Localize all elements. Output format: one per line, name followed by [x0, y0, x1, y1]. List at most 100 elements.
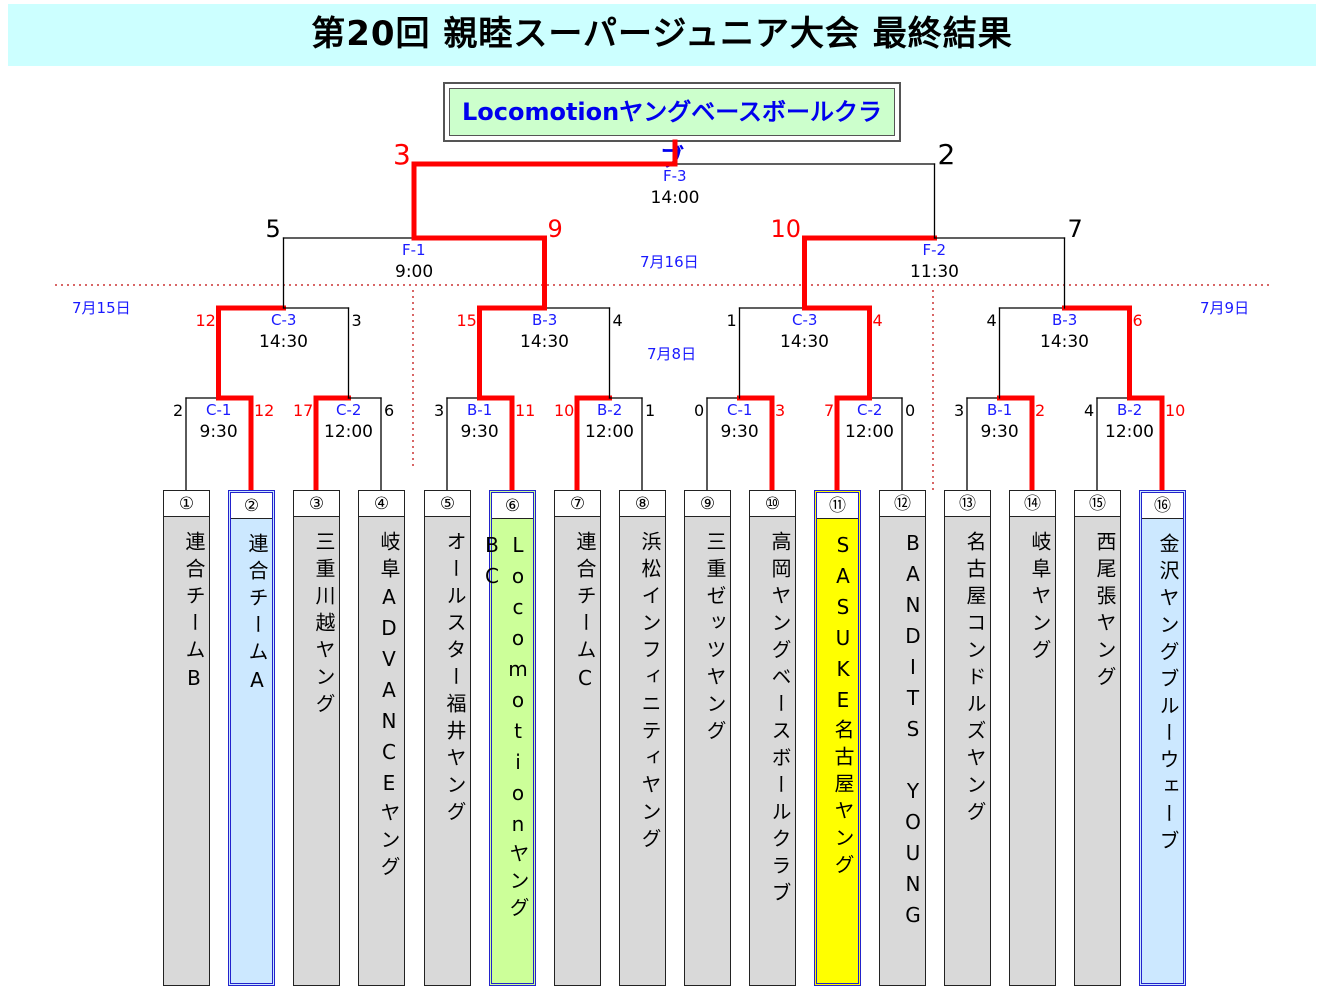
- game-code: C-2: [336, 401, 362, 419]
- team-number: ⑤: [425, 491, 470, 517]
- team-name: 連合チームC: [573, 531, 597, 697]
- game-time: 12:00: [1105, 422, 1154, 442]
- title-bar: 第20回 親睦スーパージュニア大会 最終結果: [8, 4, 1316, 66]
- game-code: C-2: [857, 401, 883, 419]
- team-name: 岐阜ヤング: [1028, 531, 1052, 666]
- team-number: ⑯: [1142, 493, 1183, 519]
- score-right: 12: [254, 401, 275, 420]
- team-name: 岐阜ADVANCEヤング: [377, 531, 401, 883]
- game-time: 9:00: [395, 262, 434, 282]
- game-code: C-1: [206, 401, 232, 419]
- score-right: 1: [645, 401, 656, 420]
- game-code: B-3: [532, 311, 558, 329]
- score-left: 1: [726, 311, 737, 330]
- team-name: 名古屋コンドルズヤング: [963, 531, 987, 828]
- team-number: ③: [294, 491, 339, 517]
- score-right: 3: [775, 401, 786, 420]
- score-right: 6: [1132, 311, 1143, 330]
- score-left: 10: [770, 215, 802, 243]
- team-number: ⑦: [555, 491, 600, 517]
- score-right: 2: [1035, 401, 1046, 420]
- team-name: 浜松インフィニティヤング: [638, 531, 662, 855]
- champion-name: Locomotionヤングベースボールクラブ: [461, 98, 883, 172]
- game-code: B-1: [467, 401, 493, 419]
- score-left: 12: [195, 311, 216, 330]
- game-time: 9:30: [199, 422, 238, 442]
- score-left: 17: [293, 401, 314, 420]
- game-code: C-3: [792, 311, 818, 329]
- score-right: 7: [1067, 215, 1083, 243]
- champion-box: Locomotionヤングベースボールクラブ: [443, 82, 901, 172]
- team-number: ②: [231, 493, 272, 519]
- champion-inner: Locomotionヤングベースボールクラブ: [449, 88, 895, 172]
- team-name: 連合チームB: [182, 531, 206, 697]
- team-name: 連合チームA: [245, 533, 269, 699]
- team-box: ② 連合チームA: [228, 490, 275, 986]
- score-right: 9: [547, 215, 563, 243]
- date-label-716: 7月16日: [640, 253, 699, 271]
- score-left: 15: [456, 311, 477, 330]
- game-code: F-2: [922, 241, 947, 259]
- score-left: 3: [393, 138, 411, 171]
- score-left: 10: [554, 401, 575, 420]
- game-code: B-2: [1117, 401, 1143, 419]
- game-code: B-1: [987, 401, 1013, 419]
- team-number: ①: [164, 491, 209, 517]
- team-box: ⑦ 連合チームC: [554, 490, 601, 986]
- team-box: ⑪ SASUKE名古屋ヤング: [814, 490, 861, 986]
- team-number: ⑮: [1075, 491, 1120, 517]
- team-name: 西尾張ヤング: [1093, 531, 1117, 693]
- game-time: 12:00: [585, 422, 634, 442]
- team-name: LocomotionヤングBC: [480, 533, 530, 924]
- game-time: 12:00: [845, 422, 894, 442]
- score-left: 3: [954, 401, 965, 420]
- score-left: 0: [694, 401, 705, 420]
- game-code: F-3: [663, 167, 687, 185]
- game-time: 14:30: [520, 332, 569, 352]
- team-box: ⑤ オールスター福井ヤング: [424, 490, 471, 986]
- score-left: 4: [986, 311, 997, 330]
- team-number: ⑪: [817, 493, 858, 519]
- game-code: C-1: [727, 401, 753, 419]
- game-time: 14:30: [259, 332, 308, 352]
- team-box: ⑮ 西尾張ヤング: [1074, 490, 1121, 986]
- game-time: 14:30: [780, 332, 829, 352]
- game-time: 14:30: [1040, 332, 1089, 352]
- score-right: 0: [905, 401, 916, 420]
- score-left: 5: [265, 215, 281, 243]
- team-name: オールスター福井ヤング: [443, 531, 467, 828]
- team-name: 高岡ヤングベースボールクラブ: [768, 531, 792, 909]
- team-name: SASUKE名古屋ヤング: [831, 533, 855, 881]
- game-code: F-1: [402, 241, 426, 259]
- score-left: 4: [1084, 401, 1095, 420]
- team-number: ⑥: [492, 493, 533, 519]
- game-time: 9:30: [980, 422, 1019, 442]
- game-code: B-2: [597, 401, 623, 419]
- score-right: 4: [872, 311, 883, 330]
- score-left: 3: [434, 401, 445, 420]
- date-label-79: 7月9日: [1200, 299, 1250, 317]
- score-right: 6: [384, 401, 395, 420]
- game-time: 11:30: [910, 262, 959, 282]
- team-name: 三重ゼッツヤング: [703, 531, 727, 747]
- page-title: 第20回 親睦スーパージュニア大会 最終結果: [311, 14, 1013, 54]
- date-label-78: 7月8日: [647, 345, 697, 363]
- game-time: 12:00: [324, 422, 373, 442]
- team-number: ⑬: [945, 491, 990, 517]
- score-left: 7: [824, 401, 835, 420]
- score-right: 11: [515, 401, 536, 420]
- game-code: B-3: [1052, 311, 1078, 329]
- game-time: 9:30: [460, 422, 499, 442]
- score-right: 3: [351, 311, 362, 330]
- game-time: 14:00: [650, 188, 700, 208]
- team-number: ⑩: [750, 491, 795, 517]
- team-number: ⑫: [880, 491, 925, 517]
- score-left: 2: [173, 401, 184, 420]
- date-label-715: 7月15日: [72, 299, 131, 317]
